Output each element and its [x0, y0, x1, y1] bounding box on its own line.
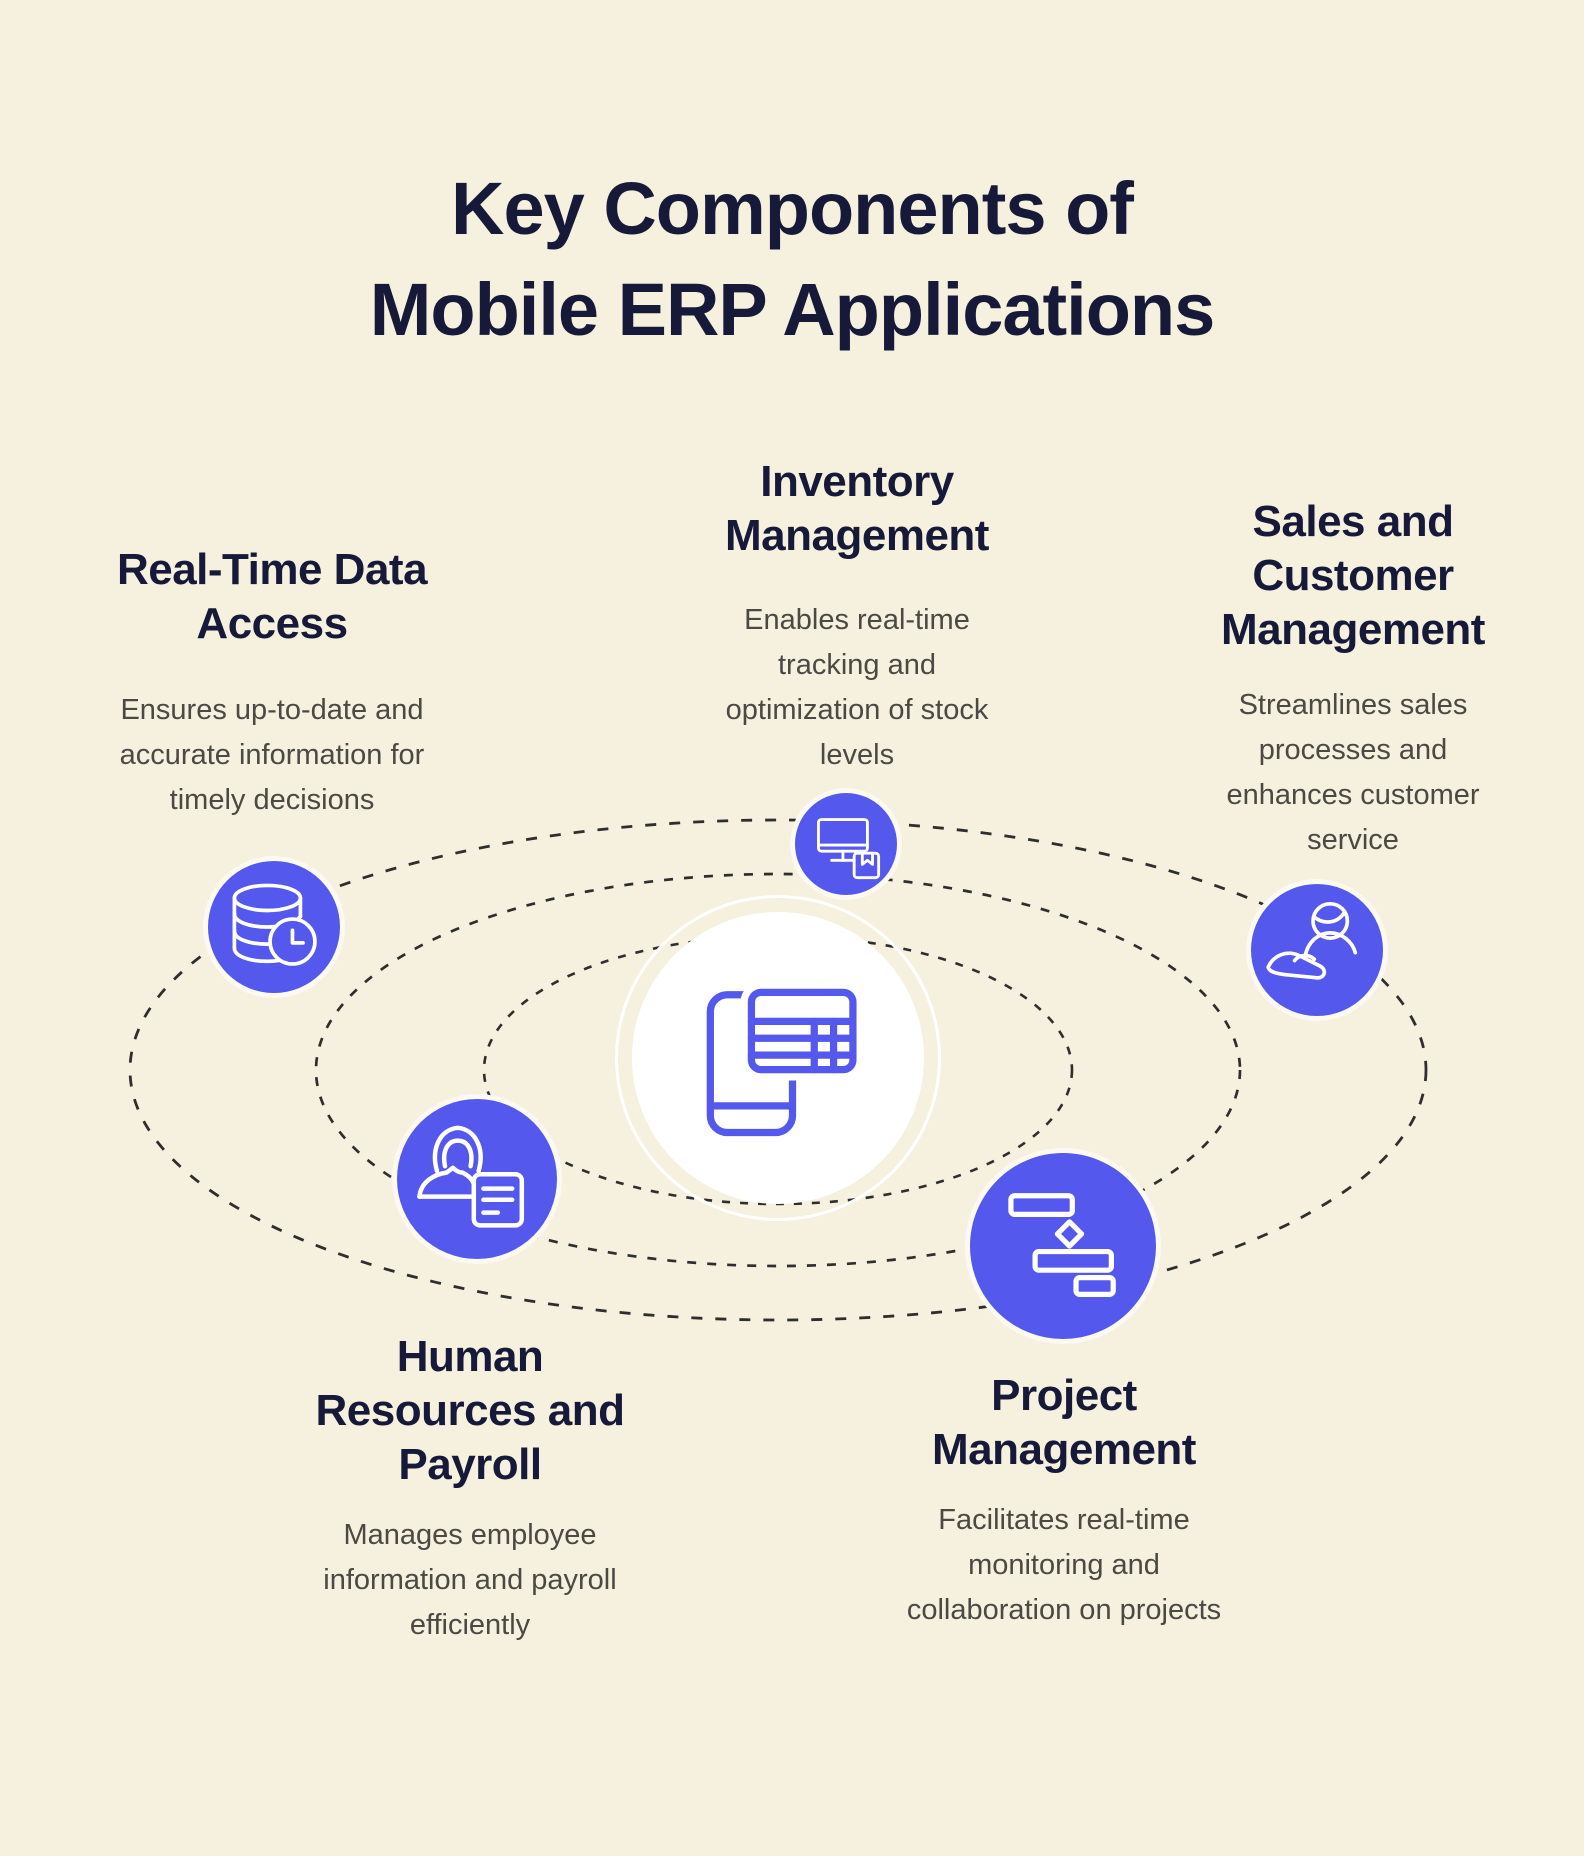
inventory-node: [795, 793, 897, 895]
heading-human-resources-payroll: Human Resources and Payroll: [315, 1332, 625, 1489]
orbit-outer: [128, 818, 1428, 1322]
real-time-data-node: [208, 861, 340, 993]
hand-customer-icon: [1266, 901, 1358, 980]
gantt-chart-icon: [1008, 1193, 1116, 1297]
description-project-management: Facilitates real-time monitoring and col…: [906, 1504, 1222, 1626]
heading-sales-customer-management: Sales and Customer Management: [1221, 497, 1485, 654]
employee-document-icon: [417, 1125, 525, 1228]
phone-spreadsheet-icon: [706, 981, 864, 1137]
heading-project-management: Project Management: [932, 1371, 1196, 1474]
description-inventory-management: Enables real-time tracking and optimizat…: [725, 604, 989, 771]
description-human-resources-payroll: Manages employee information and payroll…: [323, 1519, 617, 1641]
heading-inventory-management: Inventory Management: [725, 457, 989, 560]
database-clock-icon: [232, 883, 317, 966]
center-halo-ring: [615, 895, 941, 1221]
project-management-node: [970, 1153, 1156, 1339]
heading-real-time-data-access: Real-Time Data Access: [116, 545, 428, 648]
description-sales-customer-management: Streamlines sales processes and enhances…: [1226, 689, 1480, 856]
monitor-package-icon: [817, 818, 881, 880]
orbit-middle: [314, 872, 1242, 1268]
page-title: Key Components of Mobile ERP Application…: [369, 167, 1216, 351]
sales-customer-node: [1251, 884, 1383, 1016]
description-real-time-data-access: Ensures up-to-date and accurate informat…: [119, 694, 425, 816]
human-resources-node: [397, 1099, 557, 1259]
